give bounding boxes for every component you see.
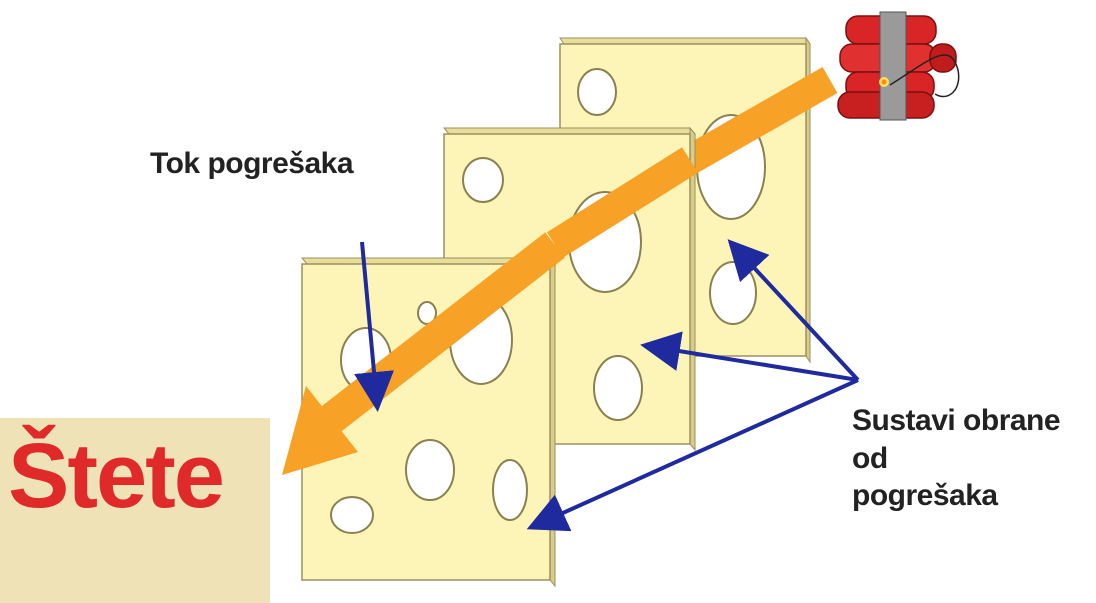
pointer-middle-layer	[640, 331, 859, 382]
defense-systems-label: Sustavi obrane od pogrešaka	[852, 402, 1092, 515]
error-flow-segment-back	[682, 66, 838, 174]
damage-label: Štete	[8, 425, 225, 527]
defense-label-line1: Sustavi obrane od	[852, 404, 1061, 475]
pointer-front-layer	[526, 378, 859, 532]
damage-box	[0, 418, 270, 603]
pointer-back-layer	[727, 239, 860, 382]
dynamite-icon	[837, 11, 960, 121]
error-flow-segment-middle	[547, 147, 698, 258]
defense-label-line2: pogrešaka	[852, 479, 998, 512]
pointer-arrows	[354, 239, 860, 532]
error-flow-pointer	[354, 241, 394, 412]
error-flow-label: Tok pogrešaka	[150, 147, 354, 180]
